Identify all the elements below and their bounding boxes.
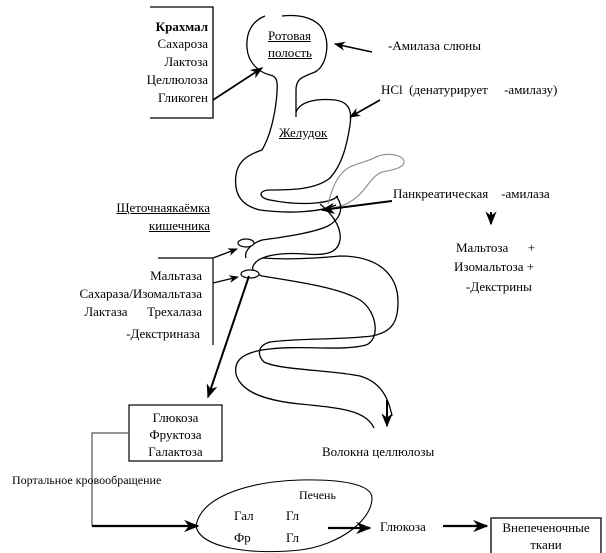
bracket-to-lower-villus-arrow: [212, 275, 239, 284]
extrahepatic-label-line2: ткани: [530, 537, 562, 552]
pancreatic-amylase-label: Панкреатическая -амилаза: [393, 186, 550, 201]
hcl-label: HCl (денатурирует -амилазу): [381, 82, 558, 97]
bracket-to-upper-villus-arrow: [212, 248, 238, 259]
enzyme-dextrinase: -Декстриназа: [126, 326, 200, 341]
liver-glucose-2: Гл: [286, 530, 300, 545]
portal-circulation-label: Портальное кровообращение: [12, 473, 162, 487]
salivary-amylase-label: -Амилаза слюны: [388, 38, 481, 53]
brush-border-villus-lower: [240, 269, 260, 279]
liver-outline: [195, 479, 373, 553]
enzyme-maltase: Мальтаза: [150, 268, 202, 283]
hcl-arrow: [349, 99, 381, 118]
carb-cellulose: Целлюлоза: [146, 72, 208, 87]
intestine-outer-wall: [234, 203, 376, 429]
product-dextrins: -Декстрины: [466, 279, 532, 294]
oral-cavity-outline: [234, 15, 337, 213]
liver-glucose-1: Гл: [286, 508, 300, 523]
enzyme-lactase-trehalase: Лактаза Трехалаза: [84, 304, 202, 319]
glucose-output-label: Глюкоза: [380, 519, 426, 534]
carbs-box-frame: [150, 6, 214, 119]
absorption-arrow: [206, 275, 250, 399]
cellulose-fibers-label: Волокна целлюлозы: [322, 444, 435, 459]
product-maltose: Мальтоза +: [456, 240, 536, 255]
salivary-amylase-arrow: [333, 41, 373, 53]
liver-galactose: Гал: [234, 508, 254, 523]
enzyme-sucrase-isomaltase: Сахараза/Изомальтаза: [79, 286, 202, 301]
brush-border-villus-upper: [237, 238, 255, 248]
stomach-outline: [260, 98, 352, 205]
mono-glucose: Глюкоза: [152, 410, 199, 425]
mono-galactose: Галактоза: [148, 444, 203, 459]
oral-cavity-outline-right: [281, 14, 328, 117]
carb-sucrose: Сахароза: [157, 36, 208, 51]
carb-starch: Крахмал: [155, 19, 208, 34]
liver-label: Печень: [299, 488, 336, 502]
product-isomaltose: Изомальтоза +: [454, 259, 535, 274]
carb-lactose: Лактоза: [164, 54, 208, 69]
carb-glycogen: Гликоген: [157, 90, 208, 105]
oral-cavity-label-line2: полость: [268, 45, 312, 60]
intestine-inner-wall: [244, 195, 399, 417]
extrahepatic-box-frame: [490, 517, 602, 553]
oral-cavity-label-line1: Ротовая: [268, 28, 311, 43]
liver-fructose: Фр: [234, 530, 251, 545]
brush-border-label-line2: кишечника: [148, 218, 210, 233]
portal-circulation-line: [91, 432, 129, 526]
extrahepatic-label-line1: Внепеченочные: [502, 520, 590, 535]
pancreatic-amylase-arrow: [320, 200, 393, 214]
brush-border-label-line1: Щеточнаякаёмка: [116, 200, 210, 215]
pancreas-outline: [327, 153, 405, 209]
stomach-label: Желудок: [279, 125, 328, 140]
carbs-to-mouth-arrow: [212, 67, 264, 101]
mono-fructose: Фруктоза: [149, 427, 202, 442]
